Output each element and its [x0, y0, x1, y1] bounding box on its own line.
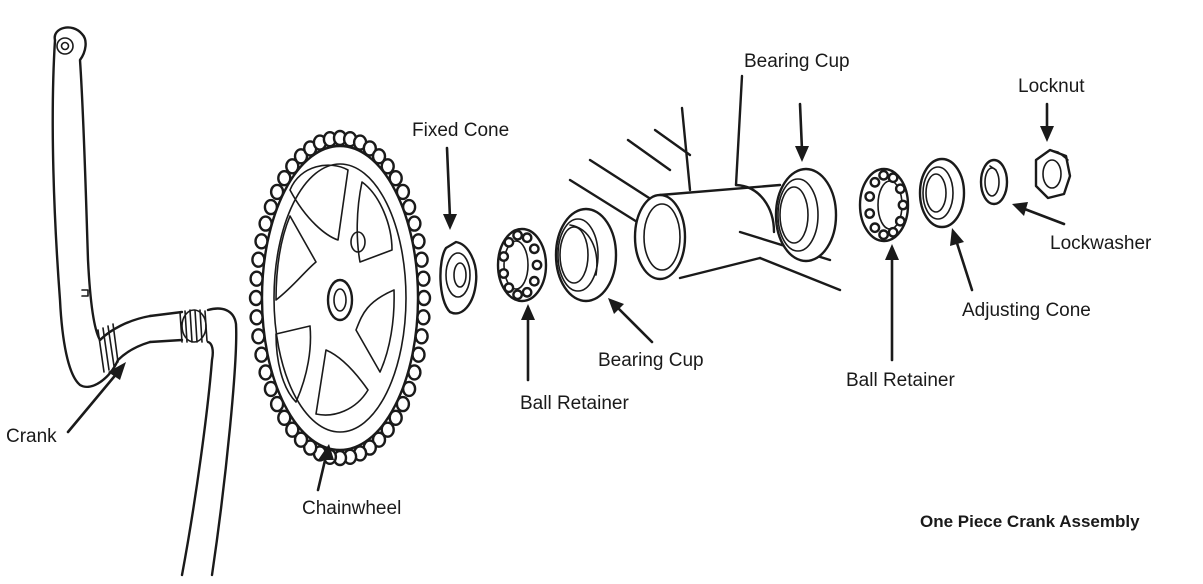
chainwheel-tooth: [380, 421, 395, 438]
retainer-ball: [521, 232, 533, 244]
label-lockwasher: Lockwasher: [1050, 233, 1152, 254]
ball-retainer-right-drawing: [858, 167, 910, 243]
retainer-ball: [869, 222, 881, 234]
chainwheel-tooth: [251, 251, 266, 268]
chainwheel-tooth: [416, 309, 431, 326]
label-fixed-cone: Fixed Cone: [412, 120, 509, 141]
label-ball-retainer-right: Ball Retainer: [846, 370, 955, 391]
diagram-title: One Piece Crank Assembly: [920, 512, 1140, 531]
retainer-ball: [531, 259, 543, 271]
chainwheel-tooth: [414, 328, 429, 345]
retainer-ball: [869, 176, 881, 188]
part-labels: Crank Chainwheel Fixed Cone Ball Retaine…: [6, 51, 1152, 531]
bearing-cup-left-arrow: [614, 304, 654, 344]
retainer-ball: [512, 229, 523, 241]
retainer-ball: [878, 169, 889, 181]
chainwheel-tooth: [249, 270, 264, 287]
retainer-ball: [878, 229, 889, 241]
retainer-ball: [864, 191, 876, 202]
chainwheel-tooth: [416, 270, 431, 287]
retainer-ball: [498, 251, 510, 262]
chainwheel-tooth: [416, 289, 432, 307]
retainer-ball: [528, 275, 540, 287]
label-locknut: Locknut: [1018, 76, 1085, 97]
retainer-ball: [528, 243, 540, 255]
frame-shell-drawing: [568, 74, 842, 292]
chainwheel-tooth: [285, 158, 300, 175]
locknut-drawing: [1034, 148, 1072, 200]
crank-drawing: [51, 26, 238, 577]
label-bearing-cup-top: Bearing Cup: [744, 51, 850, 72]
retainer-ball: [887, 172, 899, 184]
chainwheel-drawing: [248, 129, 432, 467]
fixed-cone-drawing: [439, 240, 478, 315]
label-ball-retainer-left: Ball Retainer: [520, 393, 629, 414]
bearing-cup-top-arrow: [798, 102, 804, 152]
chainwheel-tooth: [371, 148, 387, 165]
retainer-ball: [894, 215, 906, 227]
chainwheel-tooth: [277, 409, 292, 426]
chainwheel-tooth: [293, 431, 309, 448]
chainwheel-tooth: [414, 251, 429, 268]
label-adjusting-cone: Adjusting Cone: [962, 300, 1091, 321]
chainwheel-tooth: [249, 309, 264, 326]
chainwheel-tooth: [248, 289, 264, 307]
retainer-ball: [897, 199, 909, 211]
chainwheel-tooth: [362, 140, 377, 157]
chainwheel-tooth: [371, 431, 387, 448]
label-chainwheel: Chainwheel: [302, 498, 401, 519]
label-crank: Crank: [6, 426, 57, 447]
chainwheel-tooth: [251, 328, 266, 345]
leader-arrows: [66, 102, 1066, 492]
retainer-ball: [503, 236, 515, 248]
retainer-ball: [503, 282, 515, 294]
retainer-ball: [521, 286, 533, 298]
label-bearing-cup-left: Bearing Cup: [598, 350, 704, 371]
retainer-ball: [864, 208, 876, 219]
chainwheel-tooth: [388, 169, 403, 187]
chainwheel-tooth: [277, 169, 292, 187]
chainwheel-tooth: [303, 439, 318, 456]
retainer-ball: [887, 226, 899, 238]
chainwheel-tooth: [285, 421, 300, 438]
retainer-ball: [512, 289, 523, 301]
crank-arrow: [66, 370, 120, 434]
fixed-cone-arrow: [445, 146, 452, 220]
adjusting-cone-arrow: [954, 238, 974, 292]
ball-retainer-left-drawing: [496, 227, 548, 303]
bearing-cup-right-drawing: [774, 167, 838, 263]
retainer-ball: [894, 183, 906, 195]
lockwasher-arrow: [1020, 206, 1066, 226]
chainwheel-tooth: [380, 158, 395, 175]
bearing-cup-left-drawing: [554, 207, 618, 303]
retainer-ball: [498, 268, 510, 279]
chainwheel-tooth: [293, 148, 309, 165]
adjusting-cone-drawing: [918, 157, 966, 229]
chainwheel-tooth: [388, 409, 403, 426]
chainwheel-arrow: [316, 454, 328, 492]
lockwasher-drawing: [979, 158, 1009, 206]
